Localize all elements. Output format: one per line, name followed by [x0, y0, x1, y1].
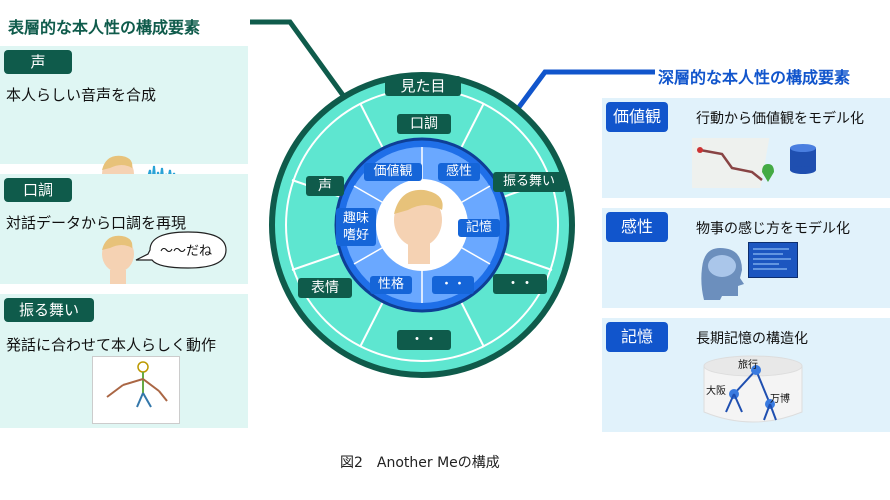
sensibility-panel: 感性 物事の感じ方をモデル化	[602, 208, 890, 308]
label-hobbies: 趣味 嗜好	[336, 208, 376, 246]
voice-text: 本人らしい音声を合成	[6, 86, 157, 104]
tone-panel: 口調 対話データから口調を再現 ～～だね	[0, 174, 248, 284]
behavior-panel: 振る舞い 発話に合わせて本人らしく動作	[0, 294, 248, 428]
label-sensibility: 感性	[438, 163, 480, 181]
memory-tree-cylinder	[703, 355, 803, 423]
speech-bubble-icon	[135, 231, 227, 269]
label-behavior: 振る舞い	[493, 172, 565, 192]
stick-figure-icon	[106, 361, 168, 408]
label-dots-right: ・・	[493, 274, 547, 294]
child-face-icon	[102, 235, 134, 284]
tree-node-travel: 旅行	[738, 360, 758, 371]
values-text: 行動から価値観をモデル化	[696, 111, 864, 127]
tree-node-osaka: 大阪	[706, 386, 726, 397]
map-route-icon	[692, 138, 774, 188]
label-memory: 記憶	[458, 219, 500, 237]
label-dots-bottom: ・・	[397, 330, 451, 350]
head-brain-icon	[701, 248, 744, 300]
tone-text: 対話データから口調を再現	[6, 214, 187, 232]
memory-tag: 記憶	[606, 322, 668, 352]
behavior-tag: 振る舞い	[4, 298, 94, 322]
surface-heading: 表層的な本人性の構成要素	[8, 18, 201, 37]
values-panel: 価値観 行動から価値観をモデル化	[602, 98, 890, 198]
label-tone: 口調	[397, 114, 451, 134]
sensibility-text: 物事の感じ方をモデル化	[696, 221, 850, 237]
tree-node-expo: 万博	[770, 394, 790, 405]
surface-connector	[250, 19, 348, 100]
label-voice: 声	[306, 176, 344, 196]
identity-ring-diagram	[269, 72, 575, 378]
label-expression: 表情	[298, 278, 352, 298]
label-personality: 性格	[370, 276, 412, 294]
voice-tag: 声	[4, 50, 72, 74]
label-values: 価値観	[364, 163, 422, 181]
deep-heading: 深層的な本人性の構成要素	[658, 68, 851, 87]
figure-caption: 図2 Another Meの構成	[340, 455, 500, 471]
label-appearance: 見た目	[385, 76, 461, 96]
memory-text: 長期記憶の構造化	[696, 331, 808, 347]
sensibility-tag: 感性	[606, 212, 668, 242]
stick-figure-frame	[92, 356, 180, 424]
values-tag: 価値観	[606, 102, 668, 132]
voice-panel: 声 本人らしい音声を合成	[0, 46, 248, 206]
speech-bubble-text: ～～だね	[160, 244, 213, 259]
memory-panel: 記憶 長期記憶の構造化 旅行 大阪 万博	[602, 318, 890, 432]
tone-tag: 口調	[4, 178, 72, 202]
child-face-icon	[394, 189, 443, 264]
data-screen-icon	[748, 242, 798, 278]
behavior-text: 発話に合わせて本人らしく動作	[6, 336, 217, 354]
data-lines-icon	[753, 248, 791, 270]
label-inner-dots: ・・	[432, 276, 474, 294]
database-icon	[790, 144, 816, 174]
